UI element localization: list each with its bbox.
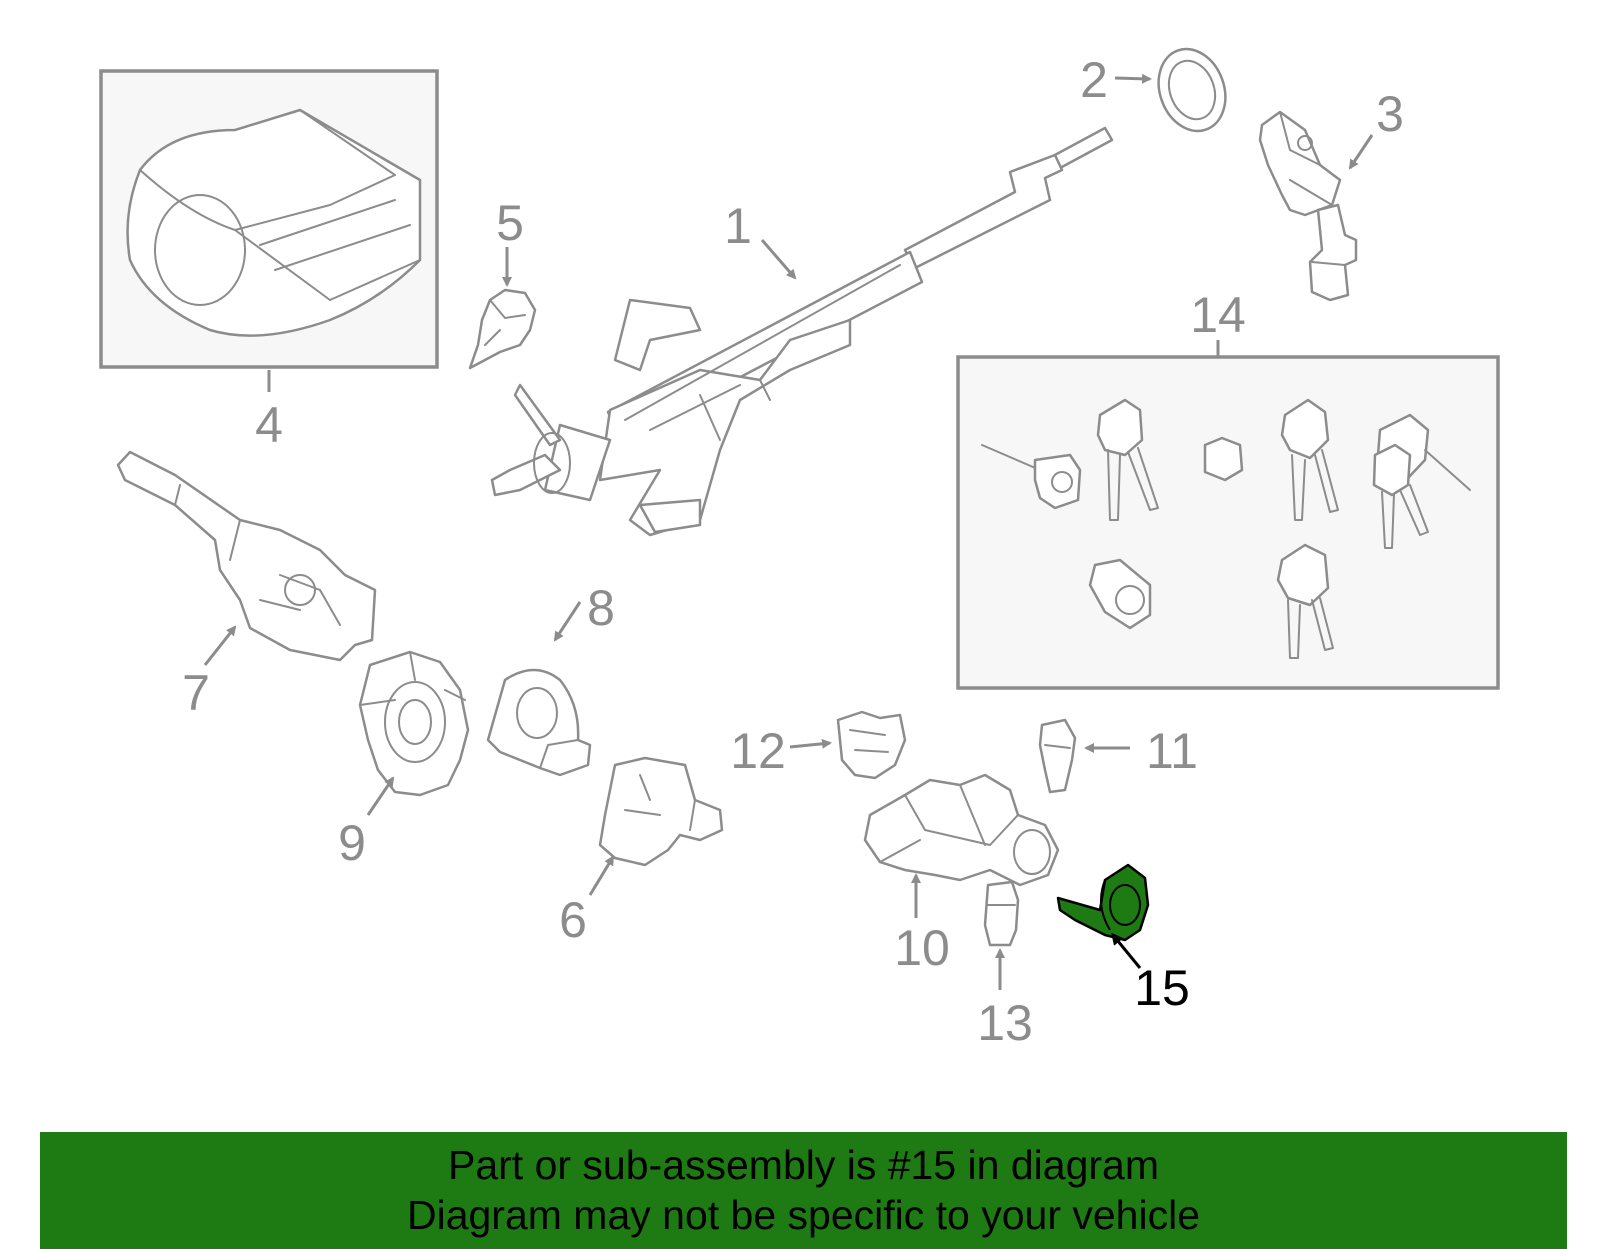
- part-15-highlighted[interactable]: [1056, 863, 1150, 942]
- part-10-lock-housing[interactable]: [863, 773, 1060, 887]
- callout-6: 6: [559, 892, 587, 948]
- part-13-clip[interactable]: [983, 880, 1020, 947]
- part-6-switch-assembly[interactable]: [598, 756, 724, 867]
- part-3-intermediate-shaft[interactable]: [1258, 110, 1358, 302]
- callout-1: 1: [724, 198, 752, 254]
- banner-line-2: Diagram may not be specific to your vehi…: [406, 1192, 1200, 1238]
- callout-14: 14: [1190, 287, 1246, 343]
- part-1-steering-column[interactable]: [490, 126, 1114, 537]
- callout-15: 15: [1134, 960, 1190, 1016]
- callout-8: 8: [587, 580, 615, 636]
- part-5-bracket-clip[interactable]: [468, 288, 537, 370]
- part-11-connector[interactable]: [1038, 718, 1077, 794]
- info-banner: Part or sub-assembly is #15 in diagram D…: [40, 1132, 1567, 1249]
- callout-5: 5: [496, 195, 524, 251]
- part-9-spiral-cable[interactable]: [358, 650, 470, 797]
- callout-12: 12: [730, 723, 786, 779]
- callout-3: 3: [1376, 86, 1404, 142]
- callout-11: 11: [1146, 723, 1198, 779]
- callout-13: 13: [977, 995, 1033, 1051]
- callout-10: 10: [894, 920, 950, 976]
- part-4-column-cover[interactable]: [99, 69, 439, 369]
- callout-2: 2: [1080, 52, 1108, 108]
- banner-line-1: Part or sub-assembly is #15 in diagram: [448, 1142, 1159, 1188]
- part-15-shape: [1056, 863, 1150, 942]
- part-14-lock-set[interactable]: [956, 355, 1500, 690]
- callout-4: 4: [255, 397, 283, 453]
- callout-9: 9: [338, 815, 366, 871]
- part-2-ring[interactable]: [1148, 40, 1237, 141]
- part-12-sensor[interactable]: [836, 710, 907, 780]
- part-7-combination-switch[interactable]: [116, 450, 377, 662]
- part-8-steering-sensor[interactable]: [486, 668, 592, 777]
- callout-7: 7: [182, 665, 210, 721]
